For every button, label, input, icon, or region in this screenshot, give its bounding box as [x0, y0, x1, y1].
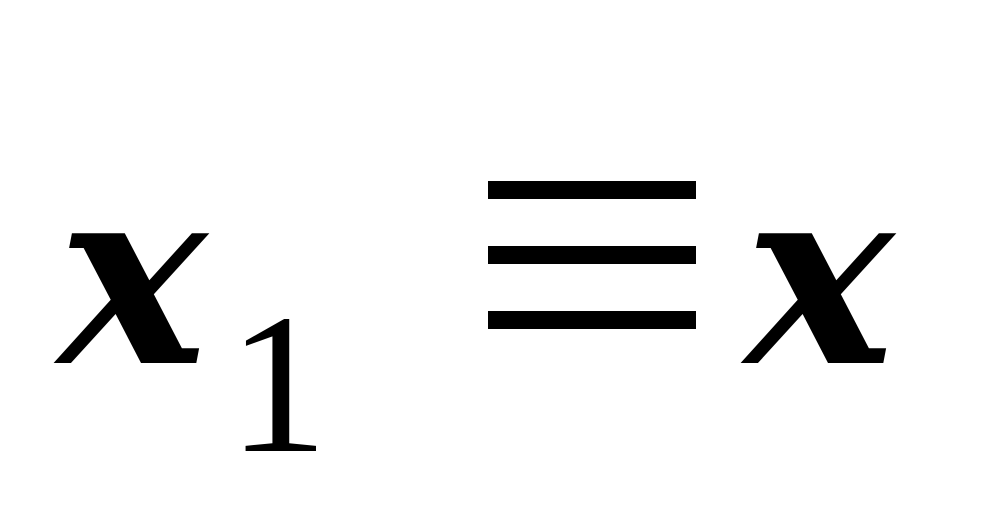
lhs-variable: x	[58, 128, 208, 422]
equivalence-bar-top	[488, 181, 696, 199]
rhs-variable: x	[745, 128, 895, 422]
equivalence-symbol	[488, 181, 696, 329]
equivalence-bar-bottom	[488, 311, 696, 329]
equivalence-bar-middle	[488, 246, 696, 264]
lhs-subscript: 1	[228, 274, 328, 495]
